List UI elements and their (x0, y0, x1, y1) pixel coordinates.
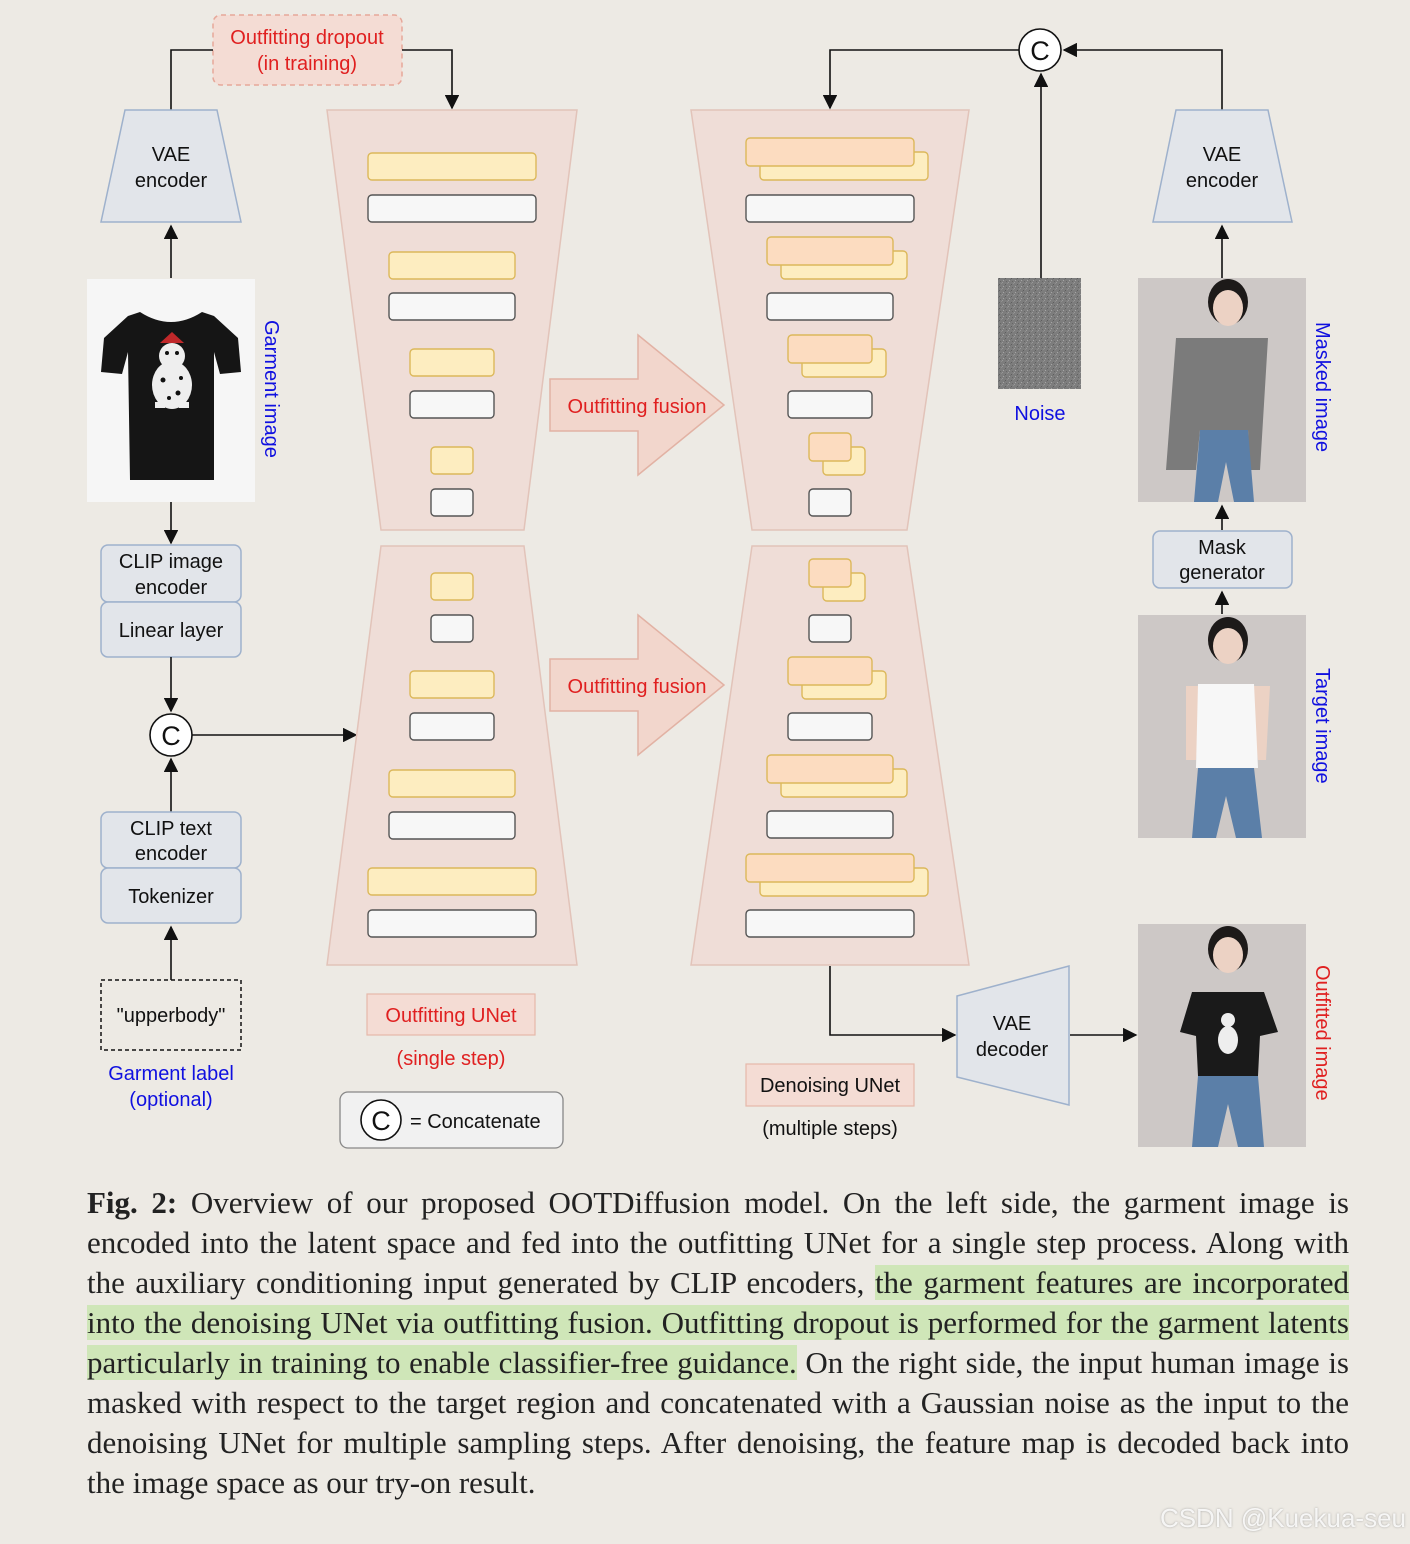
concatenate-legend: C = Concatenate (339, 1091, 564, 1149)
denoising-unet-caption: Denoising UNet (multiple steps) (745, 1063, 915, 1140)
linear-layer-box: Linear layer (100, 601, 242, 658)
svg-text:C: C (161, 721, 181, 751)
concat-circle-top: C (1018, 28, 1062, 72)
svg-text:C: C (1030, 36, 1050, 66)
outfitting-fusion-label-bottom: Outfitting fusion (568, 676, 707, 698)
target-image-label: Target image (1311, 668, 1333, 784)
clip-text-encoder-box: CLIP text encoder (100, 811, 242, 869)
outfitting-fusion-arrow-bottom: Outfitting fusion (549, 613, 726, 757)
svg-text:Tokenizer: Tokenizer (128, 886, 214, 908)
outfitting-unet-sublabel: (single step) (397, 1048, 506, 1070)
target-image (1138, 615, 1306, 838)
clip-image-encoder-box: CLIP image encoder (100, 544, 242, 603)
caption-text-1: Overview of our proposed OOTDiffusion mo… (87, 1185, 1349, 1300)
svg-text:decoder: decoder (976, 1039, 1049, 1061)
arrow-denoising-to-vae-decoder (829, 966, 957, 1043)
figure-number: Fig. 2: (87, 1185, 178, 1220)
svg-text:encoder: encoder (135, 577, 208, 599)
outfitting-dropout-box: Outfitting dropout (in training) (212, 14, 403, 86)
caption-text-2: On the right side, the input human image… (87, 1345, 1349, 1500)
noise-label: Noise (1014, 403, 1065, 425)
garment-label-caption: Garment label (108, 1063, 234, 1085)
svg-text:encoder: encoder (135, 170, 208, 192)
garment-label-box: "upperbody" (100, 979, 242, 1051)
svg-text:encoder: encoder (1186, 170, 1259, 192)
denoising-unet-label: Denoising UNet (760, 1075, 901, 1097)
outfitting-fusion-label-top: Outfitting fusion (568, 396, 707, 418)
mask-generator-box: Mask generator (1152, 530, 1293, 589)
masked-image-label: Masked image (1311, 322, 1333, 452)
arrow-vae-to-concat (1062, 42, 1223, 110)
outfitted-image-label: Outfitted image (1311, 965, 1333, 1101)
garment-image-label: Garment image (260, 320, 282, 458)
denoising-unet-features (745, 137, 929, 938)
svg-text:CLIP image: CLIP image (119, 551, 223, 573)
svg-text:encoder: encoder (135, 843, 208, 865)
svg-text:generator: generator (1179, 562, 1265, 584)
arrow-vae-to-dropout (170, 49, 213, 110)
noise-image (998, 278, 1081, 389)
outfitting-unet (326, 109, 578, 966)
vae-decoder: VAE decoder (956, 965, 1070, 1106)
svg-text:VAE: VAE (1203, 144, 1242, 166)
watermark: CSDN @Kuekua-seu (1159, 1503, 1406, 1533)
svg-text:VAE: VAE (993, 1013, 1032, 1035)
svg-text:Mask: Mask (1198, 537, 1247, 559)
garment-label-optional: (optional) (129, 1089, 212, 1111)
legend-concatenate-label: = Concatenate (410, 1111, 541, 1133)
outfitting-unet-label: Outfitting UNet (385, 1005, 517, 1027)
svg-text:"upperbody": "upperbody" (117, 1005, 226, 1027)
svg-text:VAE: VAE (152, 144, 191, 166)
svg-text:Linear layer: Linear layer (119, 620, 224, 642)
figure-caption: Fig. 2: Overview of our proposed OOTDiff… (87, 1183, 1349, 1503)
masked-image (1138, 278, 1306, 502)
vae-encoder-left: VAE encoder (100, 109, 242, 223)
outfitting-fusion-arrow-top: Outfitting fusion (549, 333, 726, 477)
garment-image (87, 279, 255, 502)
outfitting-unet-decoder (326, 545, 578, 966)
arrow-dropout-to-outfitting-unet (402, 49, 460, 110)
svg-text:C: C (371, 1106, 391, 1136)
denoising-unet-sublabel: (multiple steps) (762, 1118, 898, 1140)
vae-encoder-right: VAE encoder (1152, 109, 1293, 223)
svg-text:CLIP text: CLIP text (130, 818, 212, 840)
denoising-unet (690, 109, 970, 966)
concat-circle-left: C (149, 713, 193, 757)
architecture-diagram: Outfitting dropout (in training) VAE enc… (87, 14, 1333, 1149)
outfitting-dropout-label: Outfitting dropout (230, 27, 384, 49)
outfitted-image (1138, 924, 1306, 1147)
outfitting-dropout-sublabel: (in training) (257, 53, 357, 75)
outfitting-unet-caption: Outfitting UNet (single step) (366, 993, 536, 1070)
tokenizer-box: Tokenizer (100, 867, 242, 924)
outfitting-unet-features (367, 152, 537, 938)
arrow-concat-to-denoising-unet (822, 49, 1019, 110)
